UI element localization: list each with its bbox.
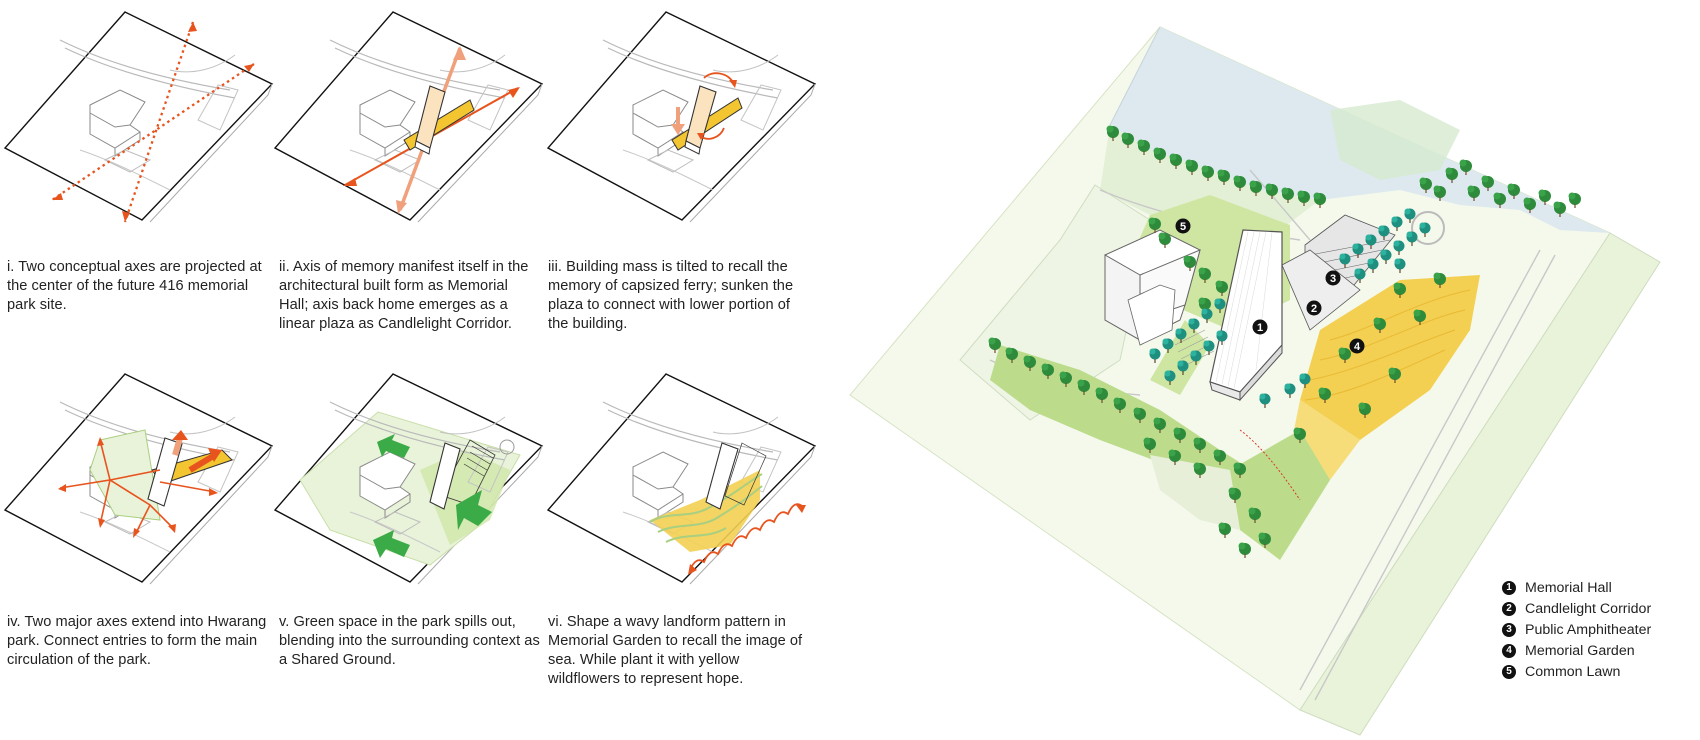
legend-label: Public Amphitheater <box>1525 621 1652 638</box>
panel-ii-memorial-hall <box>273 11 544 223</box>
svg-text:4: 4 <box>1354 341 1361 353</box>
caption-iv: iv. Two major axes extend into Hwarang p… <box>7 614 267 668</box>
legend: 1 Memorial Hall 2 Candlelight Corridor 3… <box>1502 577 1651 682</box>
badge-3-public-amphitheater: 3 <box>1325 270 1341 286</box>
legend-item-candlelight-corridor: 2 Candlelight Corridor <box>1502 598 1651 619</box>
caption-ii: ii. Axis of memory manifest itself in th… <box>279 259 529 332</box>
panel-vi-memorial-garden <box>546 373 817 585</box>
legend-label: Candlelight Corridor <box>1525 600 1652 617</box>
caption-iii: iii. Building mass is tilted to recall t… <box>548 259 794 332</box>
svg-text:3: 3 <box>1330 273 1336 285</box>
badge-1-memorial-hall: 1 <box>1252 319 1268 335</box>
legend-item-memorial-garden: 4 Memorial Garden <box>1502 640 1651 661</box>
legend-badge: 1 <box>1502 580 1516 595</box>
panel-i-axes <box>3 11 274 223</box>
legend-label: Memorial Hall <box>1525 579 1612 596</box>
panel-iii-tilted-mass <box>546 11 817 223</box>
legend-label: Memorial Garden <box>1525 642 1635 659</box>
legend-badge: 2 <box>1502 601 1516 616</box>
legend-badge: 4 <box>1502 643 1516 658</box>
panel-iv-circulation <box>3 373 274 585</box>
badge-4-memorial-garden: 4 <box>1349 338 1365 354</box>
legend-item-common-lawn: 5 Common Lawn <box>1502 661 1651 682</box>
legend-label: Common Lawn <box>1525 663 1621 680</box>
legend-item-memorial-hall: 1 Memorial Hall <box>1502 577 1651 598</box>
badge-5-common-lawn: 5 <box>1175 218 1191 234</box>
svg-text:5: 5 <box>1180 221 1186 233</box>
master-plan-axonometric: 1 2 3 4 5 <box>849 26 1661 736</box>
svg-text:1: 1 <box>1257 322 1263 334</box>
legend-badge: 3 <box>1502 622 1516 637</box>
caption-i: i. Two conceptual axes are projected at … <box>7 259 262 313</box>
caption-vi: vi. Shape a wavy landform pattern in Mem… <box>548 614 803 687</box>
caption-v: v. Green space in the park spills out, b… <box>279 614 540 668</box>
legend-item-public-amphitheater: 3 Public Amphitheater <box>1502 619 1651 640</box>
panel-v-shared-ground <box>273 373 544 585</box>
badge-2-candlelight-corridor: 2 <box>1306 300 1322 316</box>
svg-text:2: 2 <box>1311 303 1317 315</box>
legend-badge: 5 <box>1502 664 1516 679</box>
